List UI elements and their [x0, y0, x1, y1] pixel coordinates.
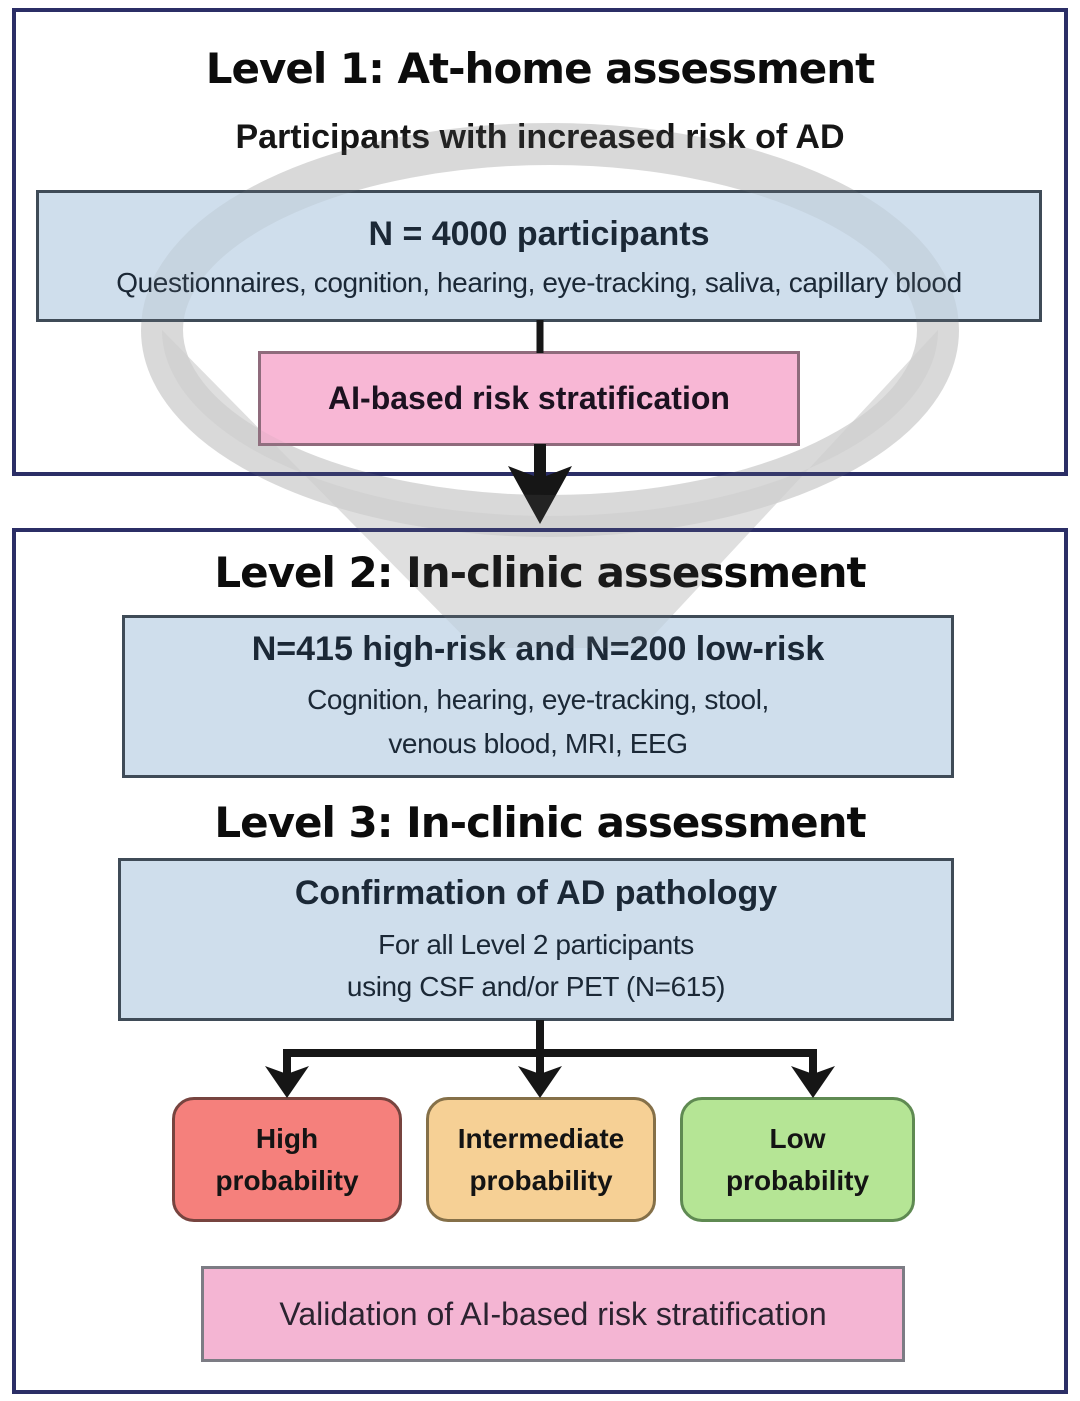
level2-cohort-box: N=415 high-risk and N=200 low-risk Cogni…	[122, 615, 954, 778]
outcome-intermediate-probability: Intermediate probability	[426, 1097, 656, 1222]
level1-cohort-box: N = 4000 participants Questionnaires, co…	[36, 190, 1042, 322]
validation-box: Validation of AI-based risk stratificati…	[201, 1266, 905, 1362]
outcome-low-line2: probability	[725, 1164, 870, 1196]
outcome-high-probability: High probability	[172, 1097, 402, 1222]
outcome-high-line1: High	[255, 1122, 319, 1154]
ai-risk-stratification-box: AI-based risk stratification	[258, 351, 800, 446]
level2-title: Level 2: In-clinic assessment	[214, 548, 866, 597]
level3-confirmation-detail-line2: using CSF and/or PET (N=615)	[346, 970, 726, 1002]
level1-title: Level 1: At-home assessment	[205, 44, 875, 93]
outcome-low-probability: Low probability	[680, 1097, 915, 1222]
level3-confirmation-headline: Confirmation of AD pathology	[294, 874, 778, 913]
level3-confirmation-detail-line1: For all Level 2 participants	[378, 928, 694, 960]
level3-title: Level 3: In-clinic assessment	[214, 798, 866, 847]
level3-confirmation-box: Confirmation of AD pathology For all Lev…	[118, 858, 954, 1021]
level1-subtitle: Participants with increased risk of AD	[235, 118, 845, 156]
outcome-high-line2: probability	[215, 1164, 359, 1196]
level2-cohort-detail-line2: venous blood, MRI, EEG	[388, 727, 688, 759]
outcome-low-line1: Low	[769, 1122, 826, 1154]
level2-cohort-detail-line1: Cognition, hearing, eye-tracking, stool,	[307, 683, 769, 715]
level1-cohort-detail: Questionnaires, cognition, hearing, eye-…	[116, 267, 962, 299]
validation-label: Validation of AI-based risk stratificati…	[279, 1295, 827, 1332]
level2-cohort-headline: N=415 high-risk and N=200 low-risk	[251, 630, 825, 669]
outcome-intermediate-line2: probability	[469, 1164, 613, 1196]
level1-cohort-headline: N = 4000 participants	[368, 214, 710, 253]
outcome-intermediate-line1: Intermediate	[457, 1122, 625, 1154]
ai-risk-stratification-label: AI-based risk stratification	[328, 380, 730, 416]
